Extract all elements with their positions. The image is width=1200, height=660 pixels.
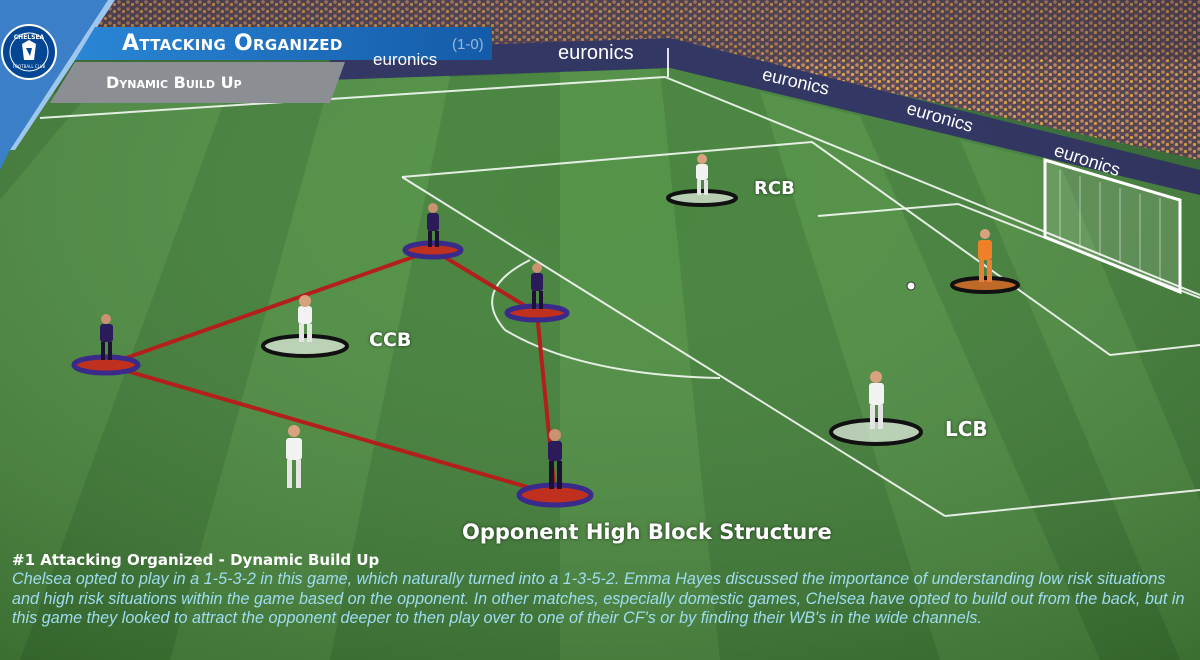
- pitch-lines: [39, 48, 1200, 517]
- chelsea-ring: [261, 334, 349, 358]
- ad-board-text: euronics: [373, 50, 438, 69]
- chelsea-player: [869, 371, 884, 429]
- goalkeeper-ring: [950, 276, 1020, 294]
- lcb-label: LCB: [945, 417, 988, 441]
- goalkeeper-player: [978, 229, 992, 282]
- chelsea-player: [696, 154, 708, 195]
- opponent-player: [531, 263, 543, 309]
- chelsea-markers: [261, 189, 1020, 446]
- opponent-player: [100, 314, 113, 360]
- ball: [906, 281, 916, 291]
- ccb-label: CCB: [369, 329, 412, 351]
- opponent-player: [548, 429, 562, 489]
- opponent-ring: [71, 354, 141, 376]
- goal-net: [1043, 157, 1182, 295]
- caption-title: #1 Attacking Organized - Dynamic Build U…: [12, 551, 380, 569]
- chelsea-ring: [666, 189, 738, 207]
- crest-bottom-text: FOOTBALL CLUB: [12, 64, 46, 69]
- graphic-subtitle: Dynamic Build Up: [106, 73, 242, 92]
- chelsea-player: [298, 295, 312, 342]
- analysis-caption: #1 Attacking Organized - Dynamic Build U…: [12, 551, 1192, 629]
- crest-top-text: CHELSEA: [13, 34, 45, 41]
- chelsea-ring: [829, 418, 923, 446]
- opponent-markers: [71, 240, 594, 508]
- chelsea-crest: [1, 24, 57, 80]
- title-banner: [0, 0, 492, 170]
- chelsea-player: [286, 425, 302, 488]
- opponent-ring: [402, 240, 464, 260]
- score-text: (1-0): [452, 36, 484, 53]
- rcb-label: RCB: [754, 178, 795, 199]
- structure-label: Opponent High Block Structure: [462, 520, 832, 544]
- caption-body: Chelsea opted to play in a 1-5-3-2 in th…: [12, 570, 1185, 628]
- opponent-player: [427, 203, 439, 247]
- graphic-title: Attacking Organized: [122, 31, 343, 56]
- opponent-ring: [516, 482, 594, 508]
- opponent-ring: [504, 303, 570, 323]
- players: [100, 154, 992, 489]
- ad-board-text: euronics: [558, 42, 634, 64]
